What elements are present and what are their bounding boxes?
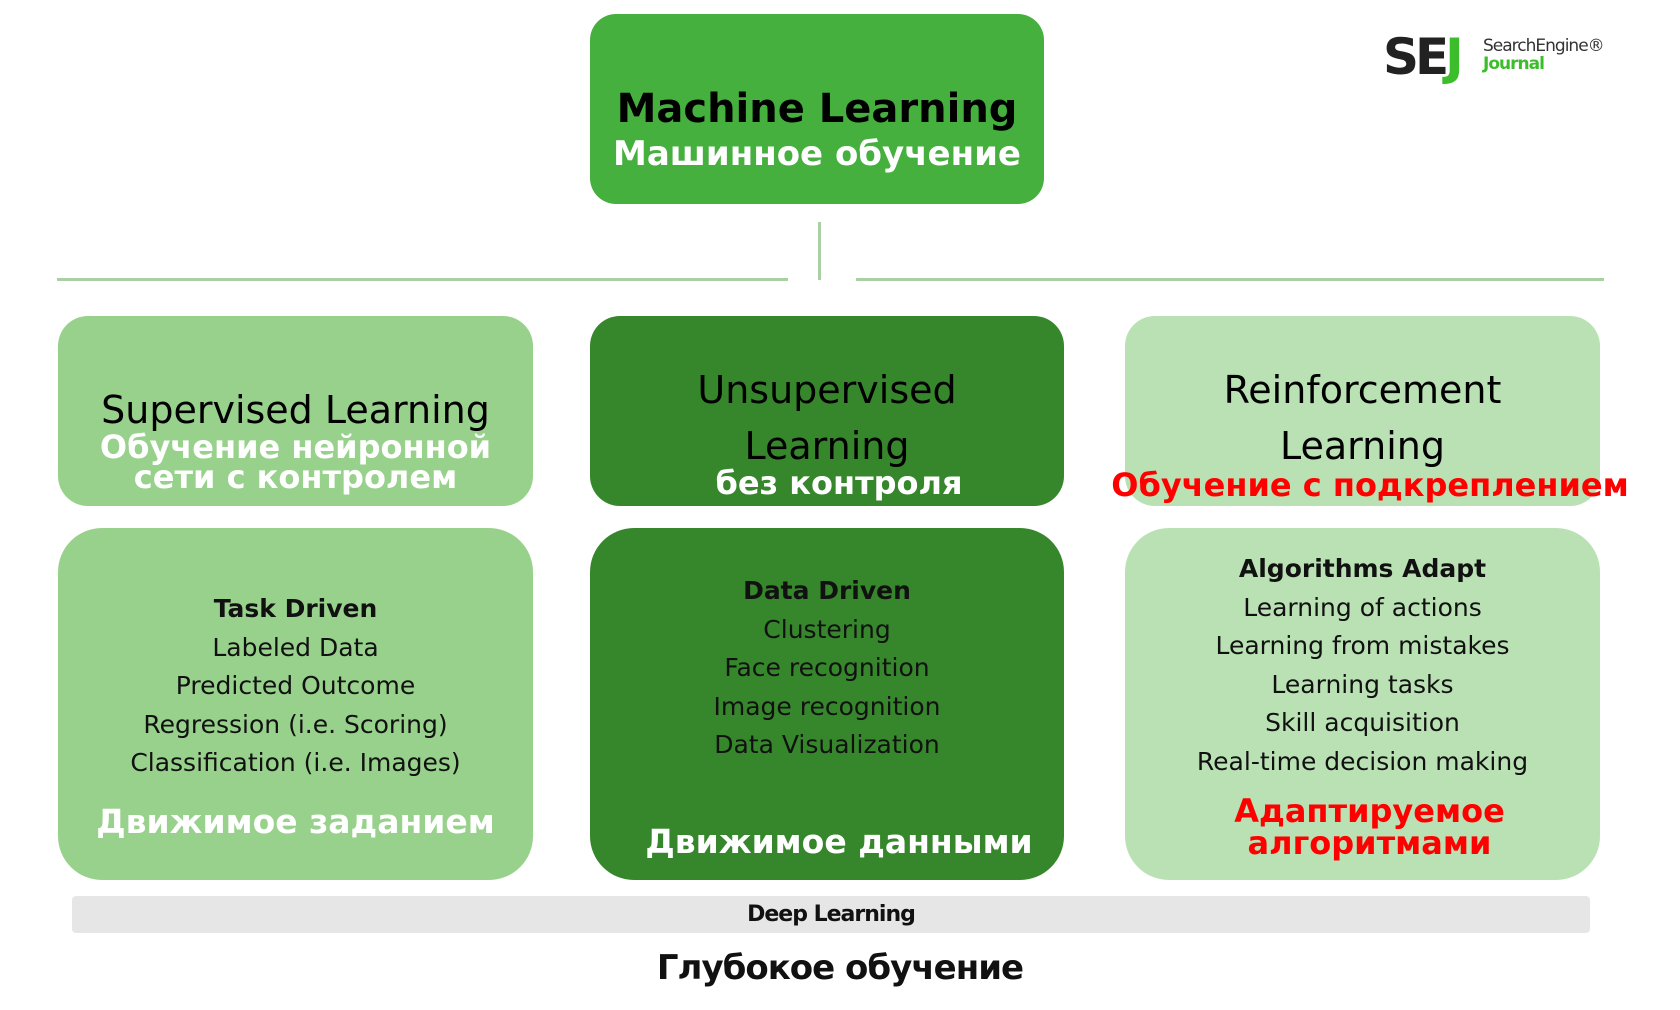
category-title-ru: Обучение нейронной xyxy=(99,428,492,466)
machine-learning-node: Machine Learning Машинное обучение xyxy=(590,14,1044,204)
category-title: Learning xyxy=(744,424,910,468)
supervised-details-node: Task Driven Labeled Data Predicted Outco… xyxy=(58,528,533,880)
details-heading: Algorithms Adapt xyxy=(1238,554,1487,583)
unsupervised-details-node: Data Driven Clustering Face recognition … xyxy=(590,528,1064,880)
details-item: Labeled Data xyxy=(212,632,379,662)
details-item: Learning of actions xyxy=(1243,592,1482,622)
logo-mark-j: J xyxy=(1445,28,1464,86)
reinforcement-learning-node: Reinforcement Learning xyxy=(1125,316,1600,506)
details-heading: Task Driven xyxy=(213,594,378,623)
reinforcement-title-ru: Обучение с подкреплением xyxy=(1111,466,1629,504)
details-item: Learning from mistakes xyxy=(1215,631,1510,660)
connector-left xyxy=(57,278,788,281)
category-title: Unsupervised xyxy=(697,368,957,412)
details-item: Clustering xyxy=(763,614,891,644)
details-list: Algorithms Adapt Learning of actions Lea… xyxy=(1125,550,1600,781)
deep-learning-bar: Deep Learning xyxy=(72,896,1590,933)
root-title-ru: Машинное обучение xyxy=(613,134,1021,174)
details-item: Learning tasks xyxy=(1271,669,1454,699)
details-ru: алгоритмами xyxy=(1247,824,1492,862)
details-heading: Data Driven xyxy=(743,576,911,605)
reinforcement-details-node: Algorithms Adapt Learning of actions Lea… xyxy=(1125,528,1600,880)
deep-learning-ru-label: Глубокое обучение xyxy=(656,948,1024,988)
unsupervised-learning-node: Unsupervised Learning без контроля xyxy=(590,316,1064,506)
category-title-ru: сети с контролем xyxy=(133,458,458,496)
details-item: Skill acquisition xyxy=(1265,708,1460,737)
category-title: Supervised Learning xyxy=(101,388,490,432)
logo-mark-se: SE xyxy=(1383,28,1449,86)
connector-vertical xyxy=(818,222,821,280)
details-item: Real-time decision making xyxy=(1196,746,1529,776)
logo-mark: SEJ xyxy=(1383,32,1464,82)
details-item: Regression (i.e. Scoring) xyxy=(143,709,448,739)
details-list: Data Driven Clustering Face recognition … xyxy=(590,572,1064,765)
category-title: Reinforcement xyxy=(1223,368,1502,412)
logo-text-journal: Journal xyxy=(1483,54,1545,74)
sej-logo: SEJ SearchEngine® Journal xyxy=(1383,32,1623,82)
details-item: Face recognition xyxy=(724,653,930,682)
details-ru: Движимое заданием xyxy=(96,801,495,841)
details-ru: Движимое данными xyxy=(645,821,1033,861)
root-title: Machine Learning xyxy=(616,86,1018,132)
details-list: Task Driven Labeled Data Predicted Outco… xyxy=(58,590,533,783)
details-item: Classification (i.e. Images) xyxy=(130,748,461,777)
details-item: Predicted Outcome xyxy=(175,671,416,700)
category-title-ru: без контроля xyxy=(715,464,963,502)
details-ru: Адаптируемое xyxy=(1234,792,1505,830)
supervised-learning-node: Supervised Learning Обучение нейронной с… xyxy=(58,316,533,506)
connector-right xyxy=(856,278,1604,281)
details-item: Data Visualization xyxy=(714,730,940,759)
category-title: Learning xyxy=(1280,424,1445,468)
logo-text-searchengine: SearchEngine® xyxy=(1483,36,1605,56)
details-item: Image recognition xyxy=(713,691,941,721)
